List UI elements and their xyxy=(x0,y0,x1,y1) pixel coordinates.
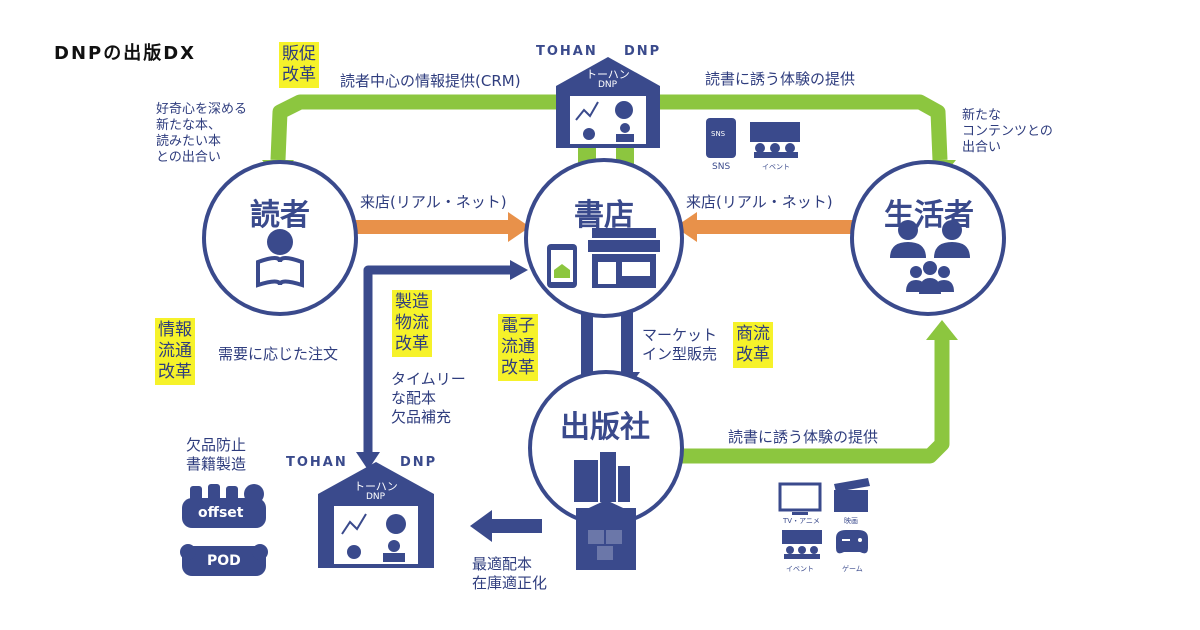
store-icon xyxy=(588,228,660,288)
page-title: DNPの出版DX xyxy=(54,43,197,64)
navy-arrow-optimal-shaft xyxy=(490,519,542,533)
navy-arrow-order xyxy=(363,265,512,458)
warehouse-bottom-roof-line1: トーハン xyxy=(354,480,398,493)
clapper-icon xyxy=(834,478,870,512)
reader-icon xyxy=(256,229,304,288)
event-bottom-caption: イベント xyxy=(786,565,814,573)
people-icon xyxy=(890,220,970,294)
orange-arrow-right-shaft xyxy=(695,220,855,234)
label-timely: タイムリーな配本欠品補充 xyxy=(391,370,466,426)
label-visit-right: 来店(リアル・ネット) xyxy=(686,193,833,211)
warehouse-bottom-roof-line2: DNP xyxy=(366,492,386,502)
label-invite-top: 読書に誘う体験の提供 xyxy=(705,70,856,88)
movie-caption: 映画 xyxy=(844,517,858,525)
tohan-logo-bottom: TOHAN xyxy=(286,455,348,470)
label-invite-bottom: 読書に誘う体験の提供 xyxy=(728,428,879,446)
label-demand-order: 需要に応じた注文 xyxy=(218,345,339,363)
navy-arrow-delivery-head xyxy=(356,452,380,470)
navy-arrow-order-head xyxy=(510,260,528,280)
green-arrow-invite-top xyxy=(660,94,948,161)
label-crm: 読者中心の情報提供(CRM) xyxy=(340,72,521,90)
navy-arrow-optimal-head xyxy=(470,510,492,542)
highlight-manufacturing: 製造物流改革 xyxy=(392,290,432,357)
audience-icon xyxy=(750,122,800,158)
pod-machine xyxy=(180,544,268,576)
tablet-icon xyxy=(547,244,577,288)
highlight-electronic: 電子流通改革 xyxy=(498,314,538,381)
label-shortage: 欠品防止書籍製造 xyxy=(186,436,247,473)
offset-label: offset xyxy=(198,505,244,521)
tv-icon xyxy=(778,482,822,515)
event-top-caption: イベント xyxy=(762,163,790,171)
offset-machine xyxy=(182,484,266,528)
tv-caption: TV・アニメ xyxy=(783,517,820,525)
chart-icon xyxy=(575,101,599,121)
phone-icon xyxy=(706,118,736,158)
game-caption: ゲーム xyxy=(842,565,863,573)
publisher-label: 出版社 xyxy=(560,410,650,445)
highlight-info-flow: 情報流通改革 xyxy=(155,318,195,385)
sns-icon-text: SNS xyxy=(711,130,726,138)
dnp-logo-top: DNP xyxy=(624,44,662,59)
warehouse-top-roof-line2: DNP xyxy=(598,80,618,90)
green-arrow-invite-bottom-head xyxy=(926,320,958,340)
highlight-commercial: 商流改革 xyxy=(733,322,773,368)
reader-label: 読者 xyxy=(250,198,310,233)
building-icon xyxy=(574,452,630,502)
orange-arrow-left-head xyxy=(508,212,530,242)
green-arrow-invite-bottom xyxy=(680,338,950,464)
label-encounter-reader: 好奇心を深める新たな本、読みたい本との出合い xyxy=(156,102,248,165)
warehouse-bottom xyxy=(318,462,434,568)
audience-icon-bottom xyxy=(782,530,822,559)
label-visit-left: 来店(リアル・ネット) xyxy=(360,193,507,211)
boxes-icon xyxy=(576,500,636,570)
orange-arrow-right-head xyxy=(675,212,697,242)
bookstore-label: 書店 xyxy=(574,198,634,233)
consumer-label: 生活者 xyxy=(884,198,974,233)
tohan-logo-top: TOHAN xyxy=(536,44,598,59)
sns-caption: SNS xyxy=(712,162,731,172)
consumer-node[interactable] xyxy=(850,160,1006,316)
label-market-in: マーケットイン型販売 xyxy=(642,326,718,363)
pod-label: POD xyxy=(207,553,241,569)
green-arrow-crm xyxy=(270,94,560,161)
label-optimal: 最適配本在庫適正化 xyxy=(472,555,548,592)
dnp-logo-bottom: DNP xyxy=(400,455,438,470)
warehouse-top-roof-line1: トーハン xyxy=(586,68,630,81)
warehouse-top xyxy=(556,57,660,148)
highlight-sales-promo: 販促改革 xyxy=(279,42,319,88)
pie-icon xyxy=(615,101,633,119)
gamepad-icon xyxy=(836,530,868,554)
orange-arrow-left-shaft xyxy=(350,220,510,234)
label-encounter-consumer: 新たなコンテンツとの出合い xyxy=(962,108,1053,155)
navy-arrow-up-shaft xyxy=(581,308,593,388)
